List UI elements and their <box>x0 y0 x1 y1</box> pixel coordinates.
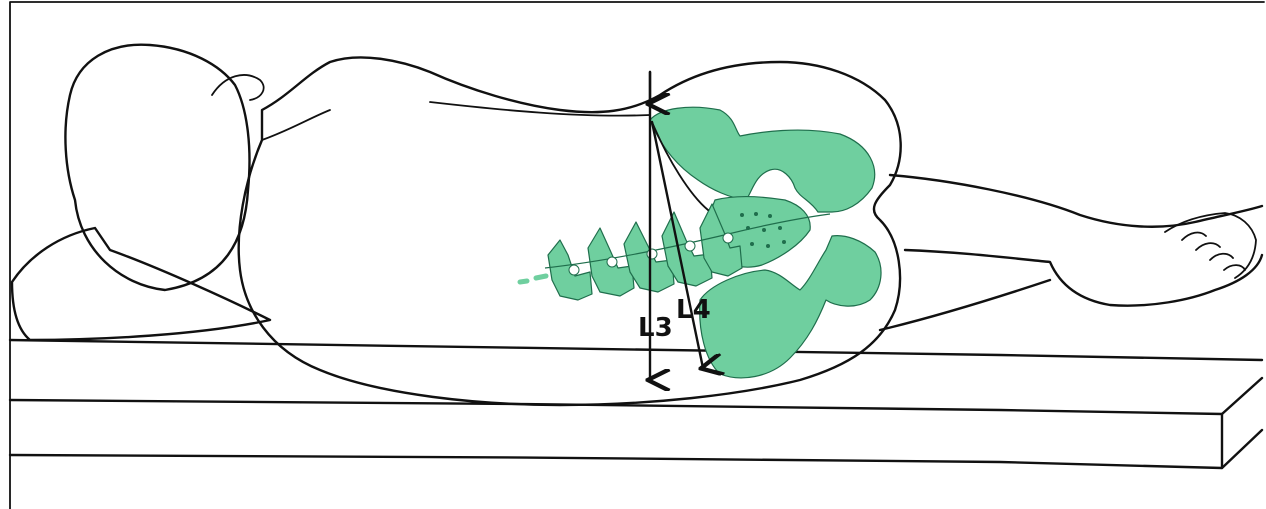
patient-legs <box>880 175 1262 330</box>
l3-label: L3 <box>638 313 673 343</box>
patient-foot <box>1165 213 1256 278</box>
arm-contour <box>262 110 330 140</box>
iliac-crest-upper <box>650 107 875 212</box>
patient-ear <box>212 75 264 100</box>
examination-table <box>10 340 1262 468</box>
spine-continuation-dashes <box>520 276 546 282</box>
shoulder-blade-line <box>430 102 650 116</box>
l4-label: L4 <box>676 295 711 325</box>
patient-head <box>65 45 249 290</box>
lumbar-spine-and-pelvis <box>520 107 881 378</box>
